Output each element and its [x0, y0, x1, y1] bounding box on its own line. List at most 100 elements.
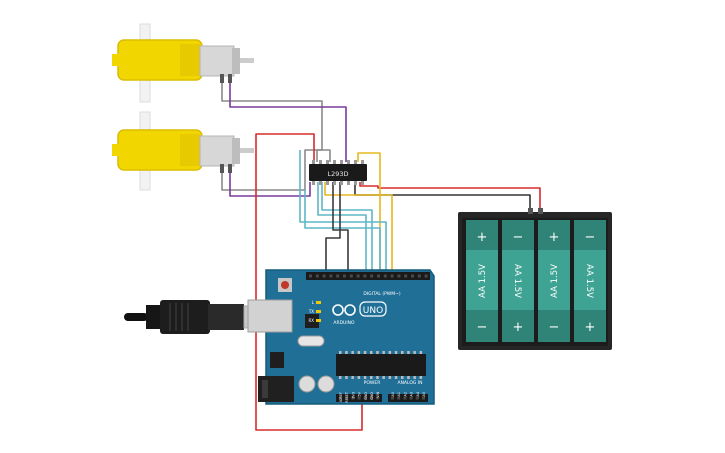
- ic-pin: [354, 180, 357, 185]
- header-pin[interactable]: [424, 274, 428, 278]
- header-pin[interactable]: [339, 396, 342, 400]
- header-pin[interactable]: [343, 274, 346, 278]
- mcu-pin: [339, 351, 342, 354]
- cell-label: AA 1.5V: [550, 264, 560, 298]
- pin-label: IOREF: [339, 392, 343, 402]
- mcu-pin: [407, 351, 410, 354]
- header-pin[interactable]: [329, 274, 333, 278]
- ic-pin: [340, 180, 343, 185]
- cell-bottom-band: [502, 310, 534, 342]
- capacitor: [317, 375, 335, 393]
- mcu-pin: [345, 351, 348, 354]
- crystal-oscillator: [297, 335, 325, 347]
- battery-cell: + − AA 1.5V: [538, 220, 570, 342]
- header-pin[interactable]: [390, 274, 394, 278]
- cell-bottom-band: [538, 310, 570, 342]
- ic-pin: [312, 180, 315, 185]
- header-pin[interactable]: [370, 274, 374, 278]
- pin-label: A0: [391, 392, 395, 396]
- wire-motor2-grey: [221, 149, 331, 191]
- uno-badge: [359, 301, 387, 317]
- header-pin[interactable]: [409, 396, 413, 400]
- header-pin[interactable]: [417, 274, 421, 278]
- wire-battery-negative: [354, 182, 531, 212]
- header-pin[interactable]: [315, 274, 319, 278]
- battery-pack[interactable]: +−AA 1.5V−+AA 1.5V+−AA 1.5V−+AA 1.5V: [458, 208, 612, 350]
- ic-pin: [312, 160, 315, 165]
- ic-pin: [361, 160, 364, 165]
- mcu-pin: [407, 376, 410, 379]
- wire-input-cyan-2: [317, 182, 367, 276]
- header-pin[interactable]: [349, 274, 353, 278]
- mcu-pin: [357, 376, 361, 379]
- header-pin[interactable]: [376, 396, 380, 400]
- mcu-pin: [370, 376, 373, 379]
- header-pin[interactable]: [345, 396, 349, 400]
- mcu-pin: [345, 376, 348, 379]
- driver-ic-label: L293D: [327, 170, 348, 178]
- header-pin[interactable]: [357, 396, 361, 400]
- ic-pin: [319, 180, 322, 185]
- header-pin[interactable]: [370, 396, 373, 400]
- wires: [221, 82, 541, 431]
- battery-cell: −+AA 1.5V: [502, 220, 534, 342]
- battery-cell: +−AA 1.5V: [466, 220, 498, 342]
- header-pin[interactable]: [351, 396, 355, 400]
- mcu-pin: [357, 351, 361, 354]
- battery-terminal-negative: [528, 208, 533, 214]
- header-pin[interactable]: [363, 274, 367, 278]
- ic-pin: [347, 160, 350, 165]
- analog-header: [388, 394, 428, 402]
- wire-input-cyan-3: [304, 190, 381, 276]
- header-pin[interactable]: [356, 274, 360, 278]
- regulator: [270, 352, 284, 368]
- header-pin[interactable]: [391, 396, 394, 400]
- header-pin[interactable]: [422, 396, 425, 400]
- header-pin[interactable]: [404, 274, 408, 278]
- wire-enable-yellow-2: [324, 182, 393, 276]
- mcu-pin: [382, 376, 385, 379]
- cell-bottom-band: [574, 310, 606, 342]
- cell-label: AA 1.5V: [584, 264, 594, 298]
- mcu-pin: [388, 376, 392, 379]
- header-pin[interactable]: [397, 396, 401, 400]
- header-pin[interactable]: [411, 274, 414, 278]
- mcu-pin: [388, 351, 392, 354]
- mcu-pin: [376, 351, 379, 354]
- pin-label: RESET: [345, 391, 349, 403]
- cell-bottom-sign: −: [549, 320, 560, 335]
- atmega-microcontroller: [336, 354, 426, 376]
- mcu-pin: [351, 376, 354, 379]
- motor-driver-ic[interactable]: L293D: [309, 160, 367, 185]
- header-pin[interactable]: [336, 274, 340, 278]
- header-pin[interactable]: [322, 274, 326, 278]
- led-rx: [316, 319, 321, 322]
- cell-top-band: [574, 220, 606, 250]
- header-pin[interactable]: [397, 274, 401, 278]
- pin-label: A4: [416, 392, 420, 396]
- motor-can: [199, 45, 235, 77]
- header-pin[interactable]: [383, 274, 387, 278]
- mcu-pin: [419, 351, 423, 354]
- power-label: POWER: [364, 380, 381, 386]
- digital-header: [306, 272, 430, 280]
- ic-pin: [347, 180, 350, 185]
- header-pin[interactable]: [403, 396, 407, 400]
- wire-motor1-purple: [229, 82, 347, 162]
- ic-pin: [326, 180, 329, 185]
- pin-label: GND: [370, 392, 374, 400]
- pin-label: A5: [422, 392, 426, 396]
- ic-pin: [319, 160, 322, 165]
- header-pin[interactable]: [377, 274, 380, 278]
- pin-label: A2: [403, 392, 407, 396]
- ic-pin: [326, 160, 329, 165]
- header-pin[interactable]: [309, 274, 312, 278]
- dc-motor-2[interactable]: [112, 111, 254, 191]
- header-pin[interactable]: [363, 396, 367, 400]
- cell-bottom-sign: −: [477, 320, 488, 335]
- dc-motor-1[interactable]: [112, 23, 254, 103]
- cell-top-sign: +: [549, 230, 560, 245]
- header-pin[interactable]: [415, 396, 419, 400]
- mcu-pin: [394, 376, 398, 379]
